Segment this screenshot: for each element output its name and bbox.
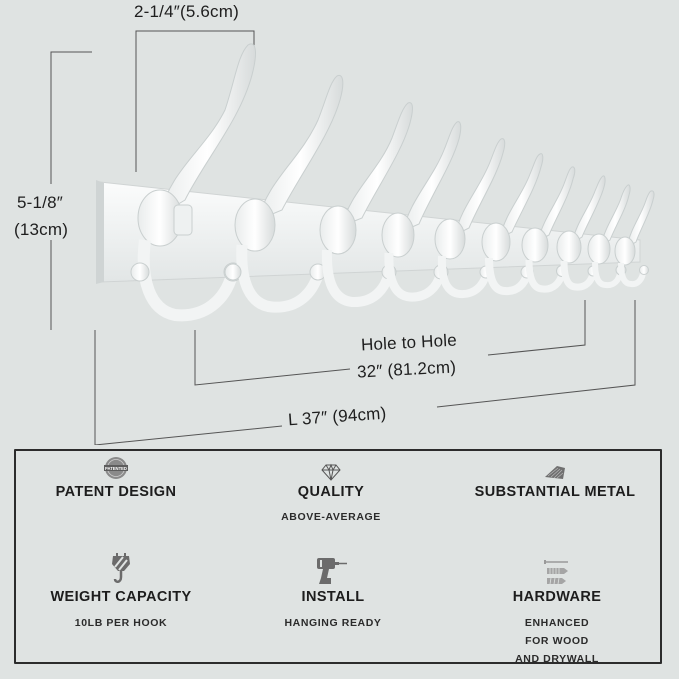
screws-anchors-icon	[447, 550, 667, 586]
feature-quality: QUALITY ABOVE-AVERAGE	[221, 455, 441, 526]
hooks	[130, 43, 655, 322]
feature-title: HARDWARE	[512, 589, 602, 605]
feature-substantial-metal: SUBSTANTIAL METAL	[445, 455, 665, 500]
diamond-icon	[221, 455, 441, 481]
feature-install: INSTALL HANGING READY	[223, 550, 443, 632]
feature-weight-capacity: WEIGHT CAPACITY 10LB PER HOOK	[11, 550, 231, 632]
feature-patent-design: PATENTED PATENT DESIGN	[6, 455, 226, 500]
patented-badge-icon: PATENTED	[6, 455, 226, 481]
svg-text:PATENTED: PATENTED	[105, 466, 127, 471]
drill-icon	[223, 550, 443, 586]
feature-subtitle-line: FOR WOOD	[525, 635, 589, 647]
hook-rack-illustration	[50, 30, 655, 445]
feature-title: SUBSTANTIAL METAL	[474, 484, 636, 500]
hook-width-label: 2-1/4″(5.6cm)	[134, 2, 239, 21]
feature-title: QUALITY	[297, 484, 365, 500]
feature-title: INSTALL	[301, 589, 365, 605]
feature-subtitle-line: AND DRYWALL	[515, 653, 599, 665]
feature-hardware: HARDWARE ENHANCED FOR WOOD AND DRYWALL	[447, 550, 667, 668]
feature-title: PATENT DESIGN	[55, 484, 177, 500]
height-inch-label: 5-1/8″	[17, 193, 63, 212]
crane-hook-icon	[11, 550, 231, 586]
feature-title: WEIGHT CAPACITY	[50, 589, 192, 605]
features-panel: PATENTED PATENT DESIGN QUALITY ABOVE-AVE…	[11, 449, 665, 665]
feature-subtitle-line: ENHANCED	[524, 617, 590, 629]
feature-subtitle: 10LB PER HOOK	[74, 617, 168, 629]
metal-plate-icon	[445, 455, 665, 481]
feature-subtitle: ENHANCED FOR WOOD AND DRYWALL	[447, 614, 667, 668]
feature-subtitle: HANGING READY	[284, 617, 382, 629]
height-cm-label: (13cm)	[14, 220, 69, 239]
feature-subtitle: ABOVE-AVERAGE	[281, 511, 381, 523]
